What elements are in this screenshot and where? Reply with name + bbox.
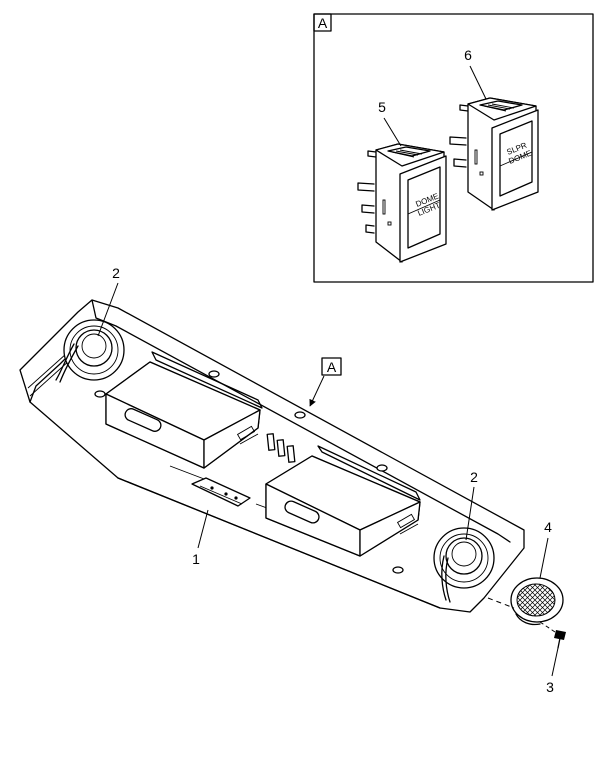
assembly-line [539, 621, 559, 635]
callout-6: 6 [464, 47, 472, 63]
detail-label: A [318, 15, 328, 31]
mount-hole [208, 370, 220, 378]
overhead-console-panel [19, 299, 525, 613]
mount-hole [392, 566, 404, 574]
assembly-line [487, 597, 515, 609]
sleeper-dome-switch: SLPR DOME [449, 97, 539, 211]
callout-5-leader [383, 117, 402, 147]
mount-hole [376, 464, 388, 472]
detail-view-a: A DOME LIGHT 5 [313, 13, 594, 283]
callout-2-left: 2 [112, 265, 120, 281]
callout-2-right-leader [465, 486, 475, 541]
view-label-box [321, 357, 342, 376]
view-label: A [327, 359, 337, 375]
storage-box-left [105, 351, 263, 469]
speaker-right [433, 527, 495, 603]
view-reference-a: A [309, 357, 342, 407]
mount-hole [94, 390, 106, 398]
speaker-grille [510, 577, 564, 626]
dome-light-switch: DOME LIGHT [357, 143, 447, 263]
callout-5: 5 [378, 99, 386, 115]
screw [554, 630, 566, 649]
speaker-left [55, 319, 125, 383]
callout-3-leader [551, 647, 559, 677]
callout-4: 4 [544, 519, 552, 535]
detail-box-frame [313, 13, 594, 283]
detail-label-box [313, 13, 332, 32]
storage-box-right [265, 445, 421, 557]
arrow [309, 375, 325, 407]
callout-3: 3 [546, 679, 554, 695]
callout-2-right: 2 [470, 469, 478, 485]
callout-2-left-leader [97, 282, 119, 337]
callout-1: 1 [192, 551, 200, 567]
center-vents [266, 433, 296, 463]
mount-hole [294, 411, 306, 419]
callout-6-leader [469, 65, 487, 100]
mounting-bracket [191, 477, 251, 507]
callout-1-leader [197, 509, 209, 549]
callout-4-leader [539, 537, 549, 579]
